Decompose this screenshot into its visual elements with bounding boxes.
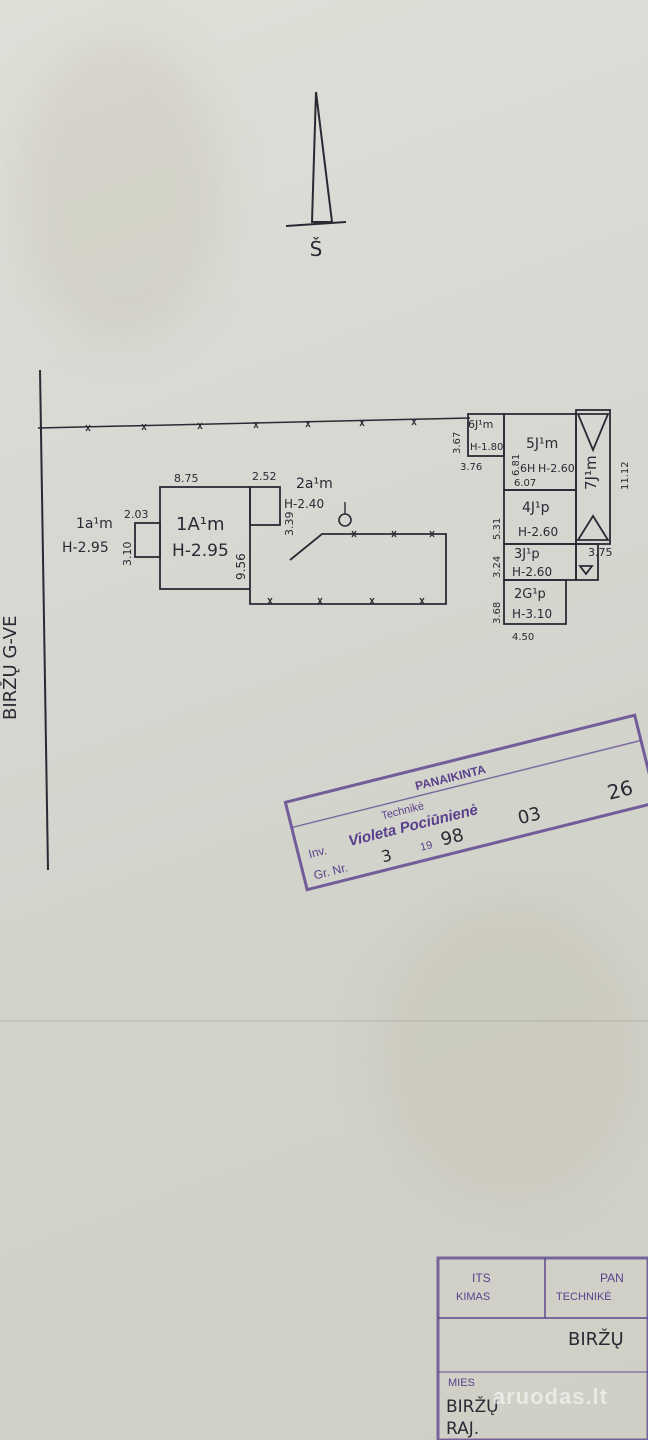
annex-2a-w: 2.52 bbox=[252, 470, 277, 483]
watermark-logo: aruodas.lt bbox=[492, 1384, 608, 1409]
stamp-inv: Inv. bbox=[307, 843, 328, 861]
paper-fold bbox=[0, 1020, 648, 1022]
annex-2a-height: H-2.40 bbox=[284, 497, 324, 511]
north-arrow-icon bbox=[285, 91, 347, 227]
building-1A-code: 1A¹m bbox=[176, 514, 225, 535]
shed-6-height: H-1.80 bbox=[470, 442, 503, 453]
shed-6-code: 6J¹m bbox=[468, 418, 493, 431]
stamp-month: 03 bbox=[516, 803, 543, 829]
registry-stamp: ITS KIMAS PAN TECHNIKĖ BIRŽŲ MIES BIRŽŲ … bbox=[436, 1256, 648, 1440]
shed-3-height: H-2.60 bbox=[512, 565, 552, 579]
shed-block bbox=[467, 409, 611, 625]
cancellation-stamp: PANAIKINTA Technikė Inv. Violeta Pociūni… bbox=[283, 713, 648, 892]
shed-6h-dim: 6.07 bbox=[514, 478, 536, 489]
street-line bbox=[39, 369, 49, 871]
fence-marks bbox=[85, 418, 417, 432]
shed-5-dim: 6.81 bbox=[511, 454, 522, 476]
shed-2-height: H-3.10 bbox=[512, 607, 552, 621]
registry-left-header: ITS bbox=[472, 1271, 491, 1285]
shed-3-code: 3J¹p bbox=[514, 547, 540, 562]
yard-fence-marks bbox=[267, 530, 435, 605]
building-1A-height: H-2.95 bbox=[172, 541, 229, 561]
registry-city: BIRŽŲ bbox=[568, 1328, 624, 1350]
annex-1a-code: 1a¹m bbox=[76, 516, 113, 532]
shed-2-code: 2G¹p bbox=[514, 587, 546, 602]
annex-2a-code: 2a¹m bbox=[296, 476, 333, 492]
shed-6h-code: 6H bbox=[520, 462, 535, 475]
shed-3-dim: 3.24 bbox=[492, 556, 503, 578]
building-1A bbox=[134, 486, 447, 605]
paper-stain bbox=[380, 900, 640, 1200]
north-label: Š bbox=[310, 237, 323, 261]
shed-2-dim: 3.68 bbox=[492, 602, 503, 624]
stamp-year-prefix: 19 bbox=[419, 839, 434, 854]
shed-4-dim: 5.31 bbox=[492, 518, 503, 540]
stamp-year: 98 bbox=[439, 825, 466, 851]
stamp-day: 26 bbox=[605, 775, 636, 804]
shed-6-dim: 3.67 bbox=[452, 432, 463, 454]
annex-1a-w: 2.03 bbox=[124, 508, 149, 521]
shed-6-dim-bottom: 3.76 bbox=[460, 462, 482, 473]
shed-4-height: H-2.60 bbox=[518, 525, 558, 539]
shed-4-code: 4J¹p bbox=[522, 500, 550, 516]
dim-width-top: 8.75 bbox=[174, 472, 199, 485]
well-icon bbox=[338, 513, 352, 527]
stamp-number: 3 bbox=[379, 846, 393, 867]
shed-6h-height: H-2.60 bbox=[538, 462, 575, 475]
shed-5-code: 5J¹m bbox=[526, 436, 558, 452]
registry-district-1: BIRŽŲ bbox=[446, 1395, 499, 1417]
shed-7-dim: 11.12 bbox=[620, 461, 631, 490]
annex-1a-d: 3.10 bbox=[121, 542, 134, 567]
shed-2-dim-bottom: 4.50 bbox=[512, 632, 534, 643]
annex-2a-d: 3.39 bbox=[283, 512, 296, 537]
shed-7-code: 7J¹m bbox=[582, 455, 600, 490]
registry-district-2: RAJ. bbox=[446, 1419, 479, 1439]
registry-left-sub: KIMAS bbox=[456, 1291, 490, 1303]
street-label: BIRŽŲ G-VE bbox=[0, 616, 21, 720]
annex-1a-height: H-2.95 bbox=[62, 540, 109, 556]
registry-right-sub: TECHNIKĖ bbox=[556, 1290, 612, 1303]
registry-right-header: PAN bbox=[600, 1271, 624, 1285]
dim-depth: 9.56 bbox=[234, 553, 248, 580]
shed-7-dim-bottom: 3.75 bbox=[588, 546, 613, 559]
registry-row2-label: MIES bbox=[448, 1377, 475, 1389]
paper-stain bbox=[20, 40, 220, 340]
